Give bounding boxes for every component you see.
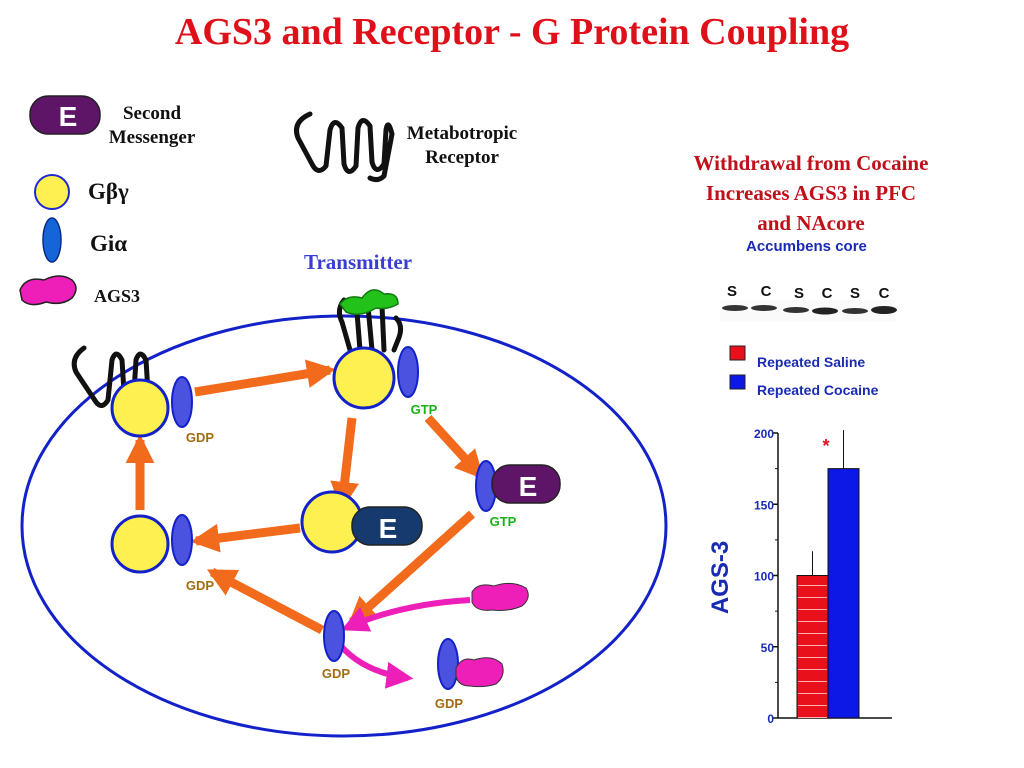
legend-receptor-label-line2: Receptor xyxy=(425,147,499,168)
effector-middle-letter: E xyxy=(379,513,398,544)
lane-label: S xyxy=(727,283,737,300)
gia-top-left xyxy=(171,376,193,428)
gbg-top-left xyxy=(110,378,170,438)
gdp-label-2: GDP xyxy=(186,578,215,593)
legend-effector-label: Second Messenger xyxy=(100,102,204,150)
legend-saline-label: Repeated Saline xyxy=(757,354,865,370)
cycle-arrows xyxy=(125,359,484,634)
gia-top-center xyxy=(397,346,419,398)
gdp-label-4: GDP xyxy=(435,696,464,711)
finding-headline: Withdrawal from Cocaine Increases AGS3 i… xyxy=(652,148,970,238)
legend-receptor-icon xyxy=(294,111,395,183)
legend-effector-letter: E xyxy=(59,101,78,132)
y-axis-label: AGS-3 xyxy=(707,541,734,614)
lane-label: S xyxy=(850,285,860,302)
lane-label: C xyxy=(822,285,833,302)
finding-line3: and NAcore xyxy=(757,211,865,235)
legend-gia-main: Gi xyxy=(90,231,115,256)
legend-saline-swatch xyxy=(729,345,746,361)
ags3-free xyxy=(471,582,529,611)
blot-lane-labels: S C S C S C xyxy=(727,283,890,302)
legend-gbg-icon xyxy=(34,174,70,210)
y-tick-label: 0 xyxy=(767,712,774,726)
receptor-top xyxy=(336,297,404,353)
cell-membrane xyxy=(20,314,668,738)
legend-effector-label-line1: Second xyxy=(122,103,182,124)
lane-label: C xyxy=(761,283,772,300)
legend-gbg-label: Gβγ xyxy=(88,180,129,204)
transmitter-molecule xyxy=(339,289,399,315)
gtp-label-1: GTP xyxy=(411,402,438,417)
legend-ags3-label: AGS3 xyxy=(94,286,141,306)
finding-line2: Increases AGS3 in PFC xyxy=(705,181,917,205)
bar-cocaine xyxy=(827,468,860,719)
page-title: AGS3 and Receptor - G Protein Coupling xyxy=(174,11,850,53)
y-tick-label: 200 xyxy=(754,427,774,441)
significance-marker: * xyxy=(822,436,829,456)
legend-receptor-label: Metabotropic Receptor xyxy=(392,122,532,170)
gbg-left xyxy=(110,514,170,574)
legend-gbg-main: G xyxy=(88,179,106,204)
legend-cocaine-label: Repeated Cocaine xyxy=(757,382,879,398)
western-blot xyxy=(720,300,897,322)
y-tick-label: 50 xyxy=(761,641,775,655)
gia-ags3-bound xyxy=(437,638,459,690)
gdp-label-3: GDP xyxy=(322,666,351,681)
bar-saline xyxy=(796,575,829,719)
gbg-top-center xyxy=(332,346,396,410)
finding-line1: Withdrawal from Cocaine xyxy=(693,151,929,175)
legend-effector-icon: E xyxy=(29,95,101,135)
legend-gbg-greek: βγ xyxy=(105,179,129,204)
legend-receptor-label-line1: Metabotropic xyxy=(406,123,518,144)
legend-cocaine-swatch xyxy=(729,374,746,390)
lane-label: C xyxy=(879,285,890,302)
gdp-label-1: GDP xyxy=(186,430,215,445)
y-tick-label: 150 xyxy=(754,498,774,512)
transmitter-label: Transmitter xyxy=(304,250,413,274)
receptor-left xyxy=(71,345,151,408)
y-tick-label: 100 xyxy=(754,570,774,584)
effector-middle xyxy=(351,506,423,546)
gia-bottom xyxy=(323,610,345,662)
effector-right-letter: E xyxy=(519,471,538,502)
blot-region-label: Accumbens core xyxy=(746,238,867,255)
gtp-label-2: GTP xyxy=(490,514,517,529)
legend-effector-label-line2: Messenger xyxy=(108,127,196,148)
legend-gia-label: Giα xyxy=(90,232,127,256)
ags3-bound xyxy=(455,657,504,688)
legend-ags3-icon xyxy=(19,275,77,306)
legend-gia-icon xyxy=(42,217,62,263)
legend-gia-greek: α xyxy=(114,231,128,256)
gia-left xyxy=(171,514,193,566)
lane-label: S xyxy=(794,285,804,302)
effector-right xyxy=(491,464,561,504)
